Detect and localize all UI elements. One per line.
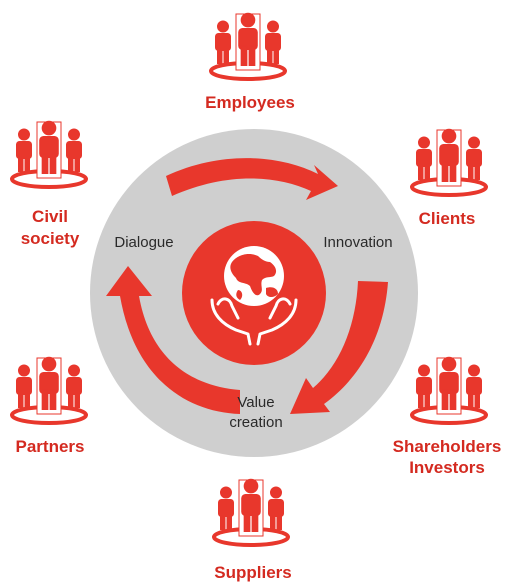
shareholders-label-line1: Shareholders [393, 437, 502, 456]
stage-value-line1: Value [237, 394, 274, 411]
clients-label: Clients [419, 209, 476, 228]
civil-society-people-icon [12, 121, 86, 187]
shareholders-people-icon [412, 357, 486, 423]
globe-in-hands-icon [182, 221, 326, 365]
employees-label: Employees [205, 93, 295, 112]
employees-people-icon [211, 13, 285, 79]
partners-people-icon [12, 357, 86, 423]
stage-value-line2: creation [229, 414, 282, 431]
arrow-innovation-to-value [290, 281, 388, 414]
civil-society-label-line2: society [21, 229, 80, 248]
suppliers-people-icon [214, 479, 288, 545]
arrow-value-to-dialogue [106, 266, 240, 414]
cycle-arrows [106, 158, 388, 414]
partners-label: Partners [16, 437, 85, 456]
shareholders-label-line2: Investors [409, 458, 485, 477]
stage-dialogue: Dialogue [114, 234, 173, 251]
stage-innovation: Innovation [323, 234, 392, 251]
civil-society-label-line1: Civil [32, 207, 68, 226]
suppliers-label: Suppliers [214, 563, 291, 582]
clients-people-icon [412, 129, 486, 195]
arrow-dialogue-to-innovation [166, 158, 338, 200]
